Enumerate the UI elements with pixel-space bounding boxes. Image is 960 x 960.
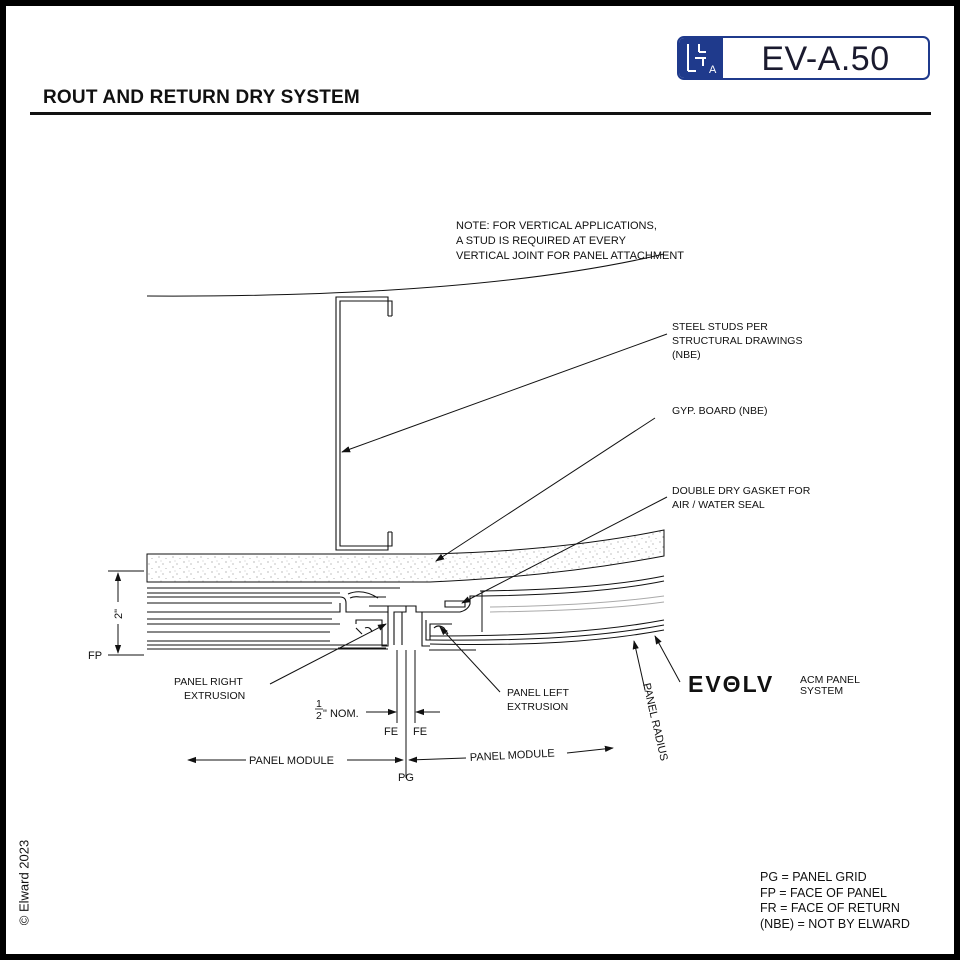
callout-dry-gasket: DOUBLE DRY GASKET FOR AIR / WATER SEAL: [672, 485, 811, 511]
legend-item: (NBE) = NOT BY ELWARD: [760, 916, 910, 931]
copyright: © Elward 2023: [16, 839, 32, 926]
gap-denominator: 2: [316, 710, 322, 722]
panel-module-dimensions: PANEL MODULE PANEL MODULE PG: [187, 745, 614, 784]
joint-gap-dimension: 1 2 " NOM. FE FE: [315, 650, 440, 778]
depth-dimension: 2" FP: [88, 570, 144, 662]
legend-item: FP = FACE OF PANEL: [760, 885, 888, 900]
svg-text:STRUCTURAL DRAWINGS: STRUCTURAL DRAWINGS: [672, 335, 802, 347]
fe-right-label: FE: [413, 726, 427, 738]
callout-panel-left-extrusion: PANEL LEFT EXTRUSION: [507, 687, 569, 713]
callout-gyp-board: GYP. BOARD (NBE): [672, 405, 768, 417]
pg-label: PG: [398, 772, 414, 784]
svg-text:NOTE: FOR VERTICAL APPLICATION: NOTE: FOR VERTICAL APPLICATIONS,: [456, 220, 657, 232]
svg-text:DOUBLE DRY GASKET FOR: DOUBLE DRY GASKET FOR: [672, 485, 811, 497]
gyp-board: [146, 529, 665, 583]
callout-panel-radius: PANEL RADIUS: [640, 682, 670, 762]
svg-text:ACM PANEL: ACM PANEL: [800, 674, 860, 686]
legend-item: FR = FACE OF RETURN: [760, 901, 900, 915]
fp-label: FP: [88, 650, 102, 662]
leader-lines: [269, 333, 681, 693]
evolv-logo: EVΘLV: [688, 671, 774, 697]
svg-text:A STUD IS REQUIRED AT EVERY: A STUD IS REQUIRED AT EVERY: [456, 235, 627, 247]
svg-text:AIR / WATER SEAL: AIR / WATER SEAL: [672, 499, 765, 511]
vertical-application-note: NOTE: FOR VERTICAL APPLICATIONS, A STUD …: [456, 220, 684, 262]
callout-steel-studs: STEEL STUDS PER STRUCTURAL DRAWINGS (NBE…: [672, 321, 802, 361]
evolv-brand: EVΘLV ACM PANEL SYSTEM: [688, 671, 860, 697]
wall-top-curve: [146, 253, 665, 297]
joint-extrusions: [332, 591, 482, 651]
title-rule: [30, 112, 931, 115]
svg-text:EXTRUSION: EXTRUSION: [184, 690, 245, 702]
legend-item: PG = PANEL GRID: [760, 870, 867, 884]
svg-text:PANEL LEFT: PANEL LEFT: [507, 687, 569, 699]
svg-text:SYSTEM: SYSTEM: [800, 685, 843, 697]
right-panel: [429, 575, 665, 645]
panel-module-right: PANEL MODULE: [470, 748, 555, 764]
logo-letter: A: [709, 64, 717, 76]
fe-left-label: FE: [384, 726, 398, 738]
gap-suffix: " NOM.: [323, 708, 359, 720]
svg-text:VERTICAL JOINT FOR PANEL ATTAC: VERTICAL JOINT FOR PANEL ATTACHMENT: [456, 250, 684, 262]
drawing-number: EV-A.50: [761, 40, 890, 78]
drawing-sheet: A EV-A.50 ROUT AND RETURN DRY SYSTEM NOT…: [6, 6, 954, 954]
sheet-title: ROUT AND RETURN DRY SYSTEM: [43, 87, 360, 108]
steel-stud: [335, 296, 393, 551]
drawing-number-badge: A EV-A.50: [677, 36, 930, 80]
callout-panel-right-extrusion: PANEL RIGHT EXTRUSION: [174, 676, 245, 702]
panel-module-left: PANEL MODULE: [249, 755, 334, 767]
abbreviation-legend: PG = PANEL GRID FP = FACE OF PANEL FR = …: [760, 870, 910, 932]
svg-text:PANEL RIGHT: PANEL RIGHT: [174, 676, 243, 688]
elward-logo-icon: A: [679, 38, 723, 78]
gap-numerator: 1: [316, 698, 322, 710]
depth-value: 2": [113, 609, 125, 619]
svg-text:STEEL STUDS PER: STEEL STUDS PER: [672, 321, 768, 333]
section-drawing: NOTE: FOR VERTICAL APPLICATIONS, A STUD …: [88, 220, 860, 784]
svg-text:(NBE): (NBE): [672, 349, 701, 361]
left-panel: [147, 587, 400, 650]
svg-text:EXTRUSION: EXTRUSION: [507, 701, 568, 713]
